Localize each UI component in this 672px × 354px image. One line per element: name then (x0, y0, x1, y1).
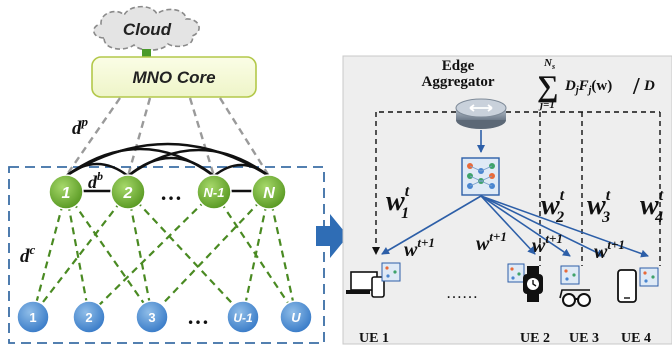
svg-text:/: / (632, 74, 640, 100)
broadcast-labels: wt+1 wt+1 wt+1 wt+1 (404, 229, 625, 263)
user-node-u-1: U-1 (226, 300, 260, 334)
user-node-3: 3 (135, 300, 169, 334)
transition-arrow (316, 214, 348, 258)
svg-text:N-1: N-1 (204, 185, 225, 200)
user-node-2: 2 (72, 300, 106, 334)
svg-text:2: 2 (123, 185, 133, 202)
ue2-watch-icon (507, 263, 543, 302)
broadcast-label-2: wt+1 (476, 229, 507, 255)
right-panel: Edge Aggregator Ns ∑ j=1 DjFj(w) / D (342, 55, 672, 346)
aggregator-label-line2: Aggregator (421, 74, 494, 90)
uplink-n-1 (188, 97, 216, 177)
core-uplinks (65, 97, 271, 177)
label-d-p: dp (72, 114, 89, 139)
user-nodes: 1 2 3 … U-1 U (16, 300, 313, 334)
router-icon (455, 98, 507, 129)
svg-text:U: U (291, 310, 301, 325)
aggregator-label-line1: Edge (442, 58, 475, 74)
svg-text:D: D (643, 78, 655, 94)
uplink-n (218, 97, 271, 177)
server-node-n-1: N-1 (196, 174, 232, 210)
broadcast-arrows (381, 195, 649, 258)
svg-text:N: N (263, 185, 275, 202)
broadcast-label-1: wt+1 (404, 235, 435, 261)
svg-text:Ns: Ns (543, 57, 555, 71)
mno-core-label: MNO Core (132, 68, 215, 87)
broadcast-label-4: wt+1 (594, 237, 625, 263)
ue4-phone-icon (617, 267, 659, 303)
user-ellipsis: … (187, 304, 209, 329)
ue3-glasses-icon (559, 265, 591, 307)
user-node-1: 1 (16, 300, 50, 334)
cloud-label: Cloud (123, 20, 172, 39)
global-model-icon (461, 157, 500, 196)
ue2-label: UE 2 (520, 331, 550, 346)
server-user-links (31, 191, 298, 316)
user-node-u: U (279, 300, 313, 334)
ue1-device-icon (346, 262, 401, 298)
svg-text:∑: ∑ (537, 70, 558, 103)
svg-text:j=1: j=1 (538, 99, 555, 111)
svg-text:1: 1 (62, 185, 71, 202)
server-node-1: 1 (48, 174, 84, 210)
cloud-shape: Cloud (93, 5, 200, 51)
svg-text:DjFj(w): DjFj(w) (564, 78, 612, 96)
aggregation-formula: Ns ∑ j=1 DjFj(w) / D (537, 57, 655, 111)
svg-text:U-1: U-1 (233, 311, 253, 325)
uplink-1 (65, 97, 121, 177)
ue4-label: UE 4 (621, 331, 651, 346)
label-d-b: db (88, 169, 103, 192)
ue1-label: UE 1 (359, 331, 389, 346)
server-nodes: 1 2 … N-1 N (48, 174, 287, 210)
left-panel: Cloud MNO Core dp db (8, 5, 325, 344)
server-ellipsis: … (160, 180, 182, 205)
cloud-mno-link (142, 49, 151, 58)
mno-core-box: MNO Core (91, 56, 257, 98)
svg-text:1: 1 (29, 310, 36, 325)
upload-paths (372, 111, 661, 266)
server-node-2: 2 (110, 174, 146, 210)
broadcast-label-3: wt+1 (532, 231, 563, 257)
ue-ellipsis: …… (446, 285, 478, 302)
ue3-label: UE 3 (569, 331, 599, 346)
uplink-2 (126, 97, 152, 177)
network-boundary (8, 166, 325, 344)
server-node-n: N (251, 174, 287, 210)
label-d-c: dc (20, 242, 36, 267)
svg-text:3: 3 (148, 310, 155, 325)
svg-text:2: 2 (85, 310, 92, 325)
